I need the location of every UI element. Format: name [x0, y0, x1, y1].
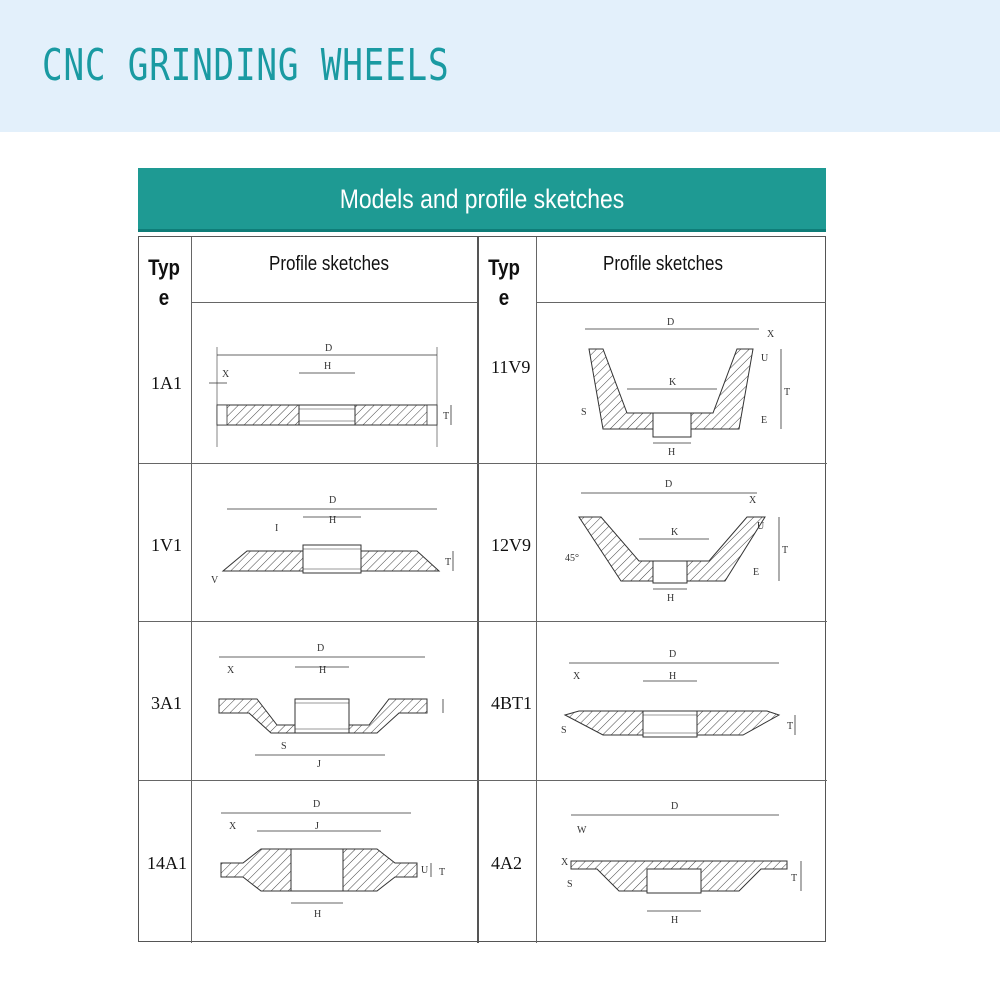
- type-label-12v9: 12V9: [491, 535, 531, 555]
- type-column-header: Typ e: [487, 253, 521, 313]
- dim-h: H: [329, 515, 336, 526]
- title-banner: CNC GRINDING WHEELS: [0, 0, 1000, 132]
- type-header-line1: Typ: [488, 255, 520, 280]
- dim-k: K: [669, 377, 677, 388]
- dim-e: E: [761, 415, 767, 426]
- profile-sketch-12v9: D K H T U E X 45°: [565, 479, 788, 604]
- type-header-line2: e: [498, 285, 510, 310]
- dim-t: T: [445, 557, 451, 568]
- type-label-1a1: 1A1: [151, 373, 182, 393]
- row-divider: [139, 780, 827, 781]
- type-label-14a1: 14A1: [147, 853, 187, 873]
- dim-v: V: [211, 575, 219, 586]
- profile-sketch-14a1: D J X H U T: [220, 799, 445, 920]
- page-title: CNC GRINDING WHEELS: [42, 40, 450, 91]
- dim-d: D: [671, 801, 678, 812]
- type-label-4bt1: 4BT1: [491, 693, 533, 713]
- dim-d: D: [669, 649, 676, 660]
- profile-sketch-3a1: D H X J S: [218, 643, 444, 770]
- models-grid: Typ e Profile sketches Typ e Profile ske…: [138, 236, 827, 943]
- dim-d: D: [329, 495, 336, 506]
- dim-i: I: [275, 523, 278, 534]
- table-heading-bar: Models and profile sketches: [138, 168, 826, 232]
- dim-t: T: [791, 873, 797, 884]
- profile-sketch-4bt1: D H X T S: [561, 649, 796, 738]
- dim-u: U: [421, 865, 429, 876]
- row-divider: [139, 621, 827, 622]
- table-heading: Models and profile sketches: [339, 184, 625, 214]
- dim-x: X: [227, 665, 235, 676]
- profile-column-header: Profile sketches: [269, 253, 389, 275]
- dim-u: U: [757, 521, 765, 532]
- col-divider: [536, 237, 537, 943]
- type-label-1v1: 1V1: [151, 535, 182, 555]
- type-label-11v9: 11V9: [491, 357, 531, 377]
- dim-45: 45°: [565, 553, 579, 564]
- dim-j: J: [315, 821, 319, 832]
- dim-x: X: [222, 369, 230, 380]
- col-divider: [191, 237, 192, 943]
- profile-sketch-11v9: D K H T U E X S: [581, 317, 790, 457]
- dim-s: S: [281, 741, 287, 752]
- dim-k: K: [671, 527, 679, 538]
- dim-x: X: [229, 821, 237, 832]
- dim-h: H: [668, 447, 675, 457]
- dim-x: X: [573, 671, 581, 682]
- dim-s: S: [561, 725, 567, 736]
- dim-h: H: [319, 665, 326, 676]
- dim-u: U: [761, 353, 769, 364]
- dim-d: D: [667, 317, 674, 328]
- profile-sketch-1v1: D H I T V: [211, 495, 454, 586]
- profile-column-header: Profile sketches: [603, 253, 723, 275]
- type-header-line2: e: [158, 285, 170, 310]
- dim-h: H: [667, 593, 674, 604]
- dim-d: D: [313, 799, 320, 810]
- type-header-line1: Typ: [148, 255, 180, 280]
- dim-s: S: [567, 879, 573, 890]
- dim-t: T: [439, 867, 445, 878]
- dim-t: T: [443, 411, 449, 422]
- dim-w: W: [577, 825, 587, 836]
- dim-d: D: [665, 479, 672, 490]
- center-divider: [477, 237, 479, 943]
- row-divider: [139, 463, 827, 464]
- dim-s: S: [581, 407, 587, 418]
- profile-sketch-1a1: D H X T: [209, 343, 452, 447]
- dim-t: T: [782, 545, 788, 556]
- header-underline: [191, 302, 477, 303]
- type-column-header: Typ e: [147, 253, 181, 313]
- dim-h: H: [671, 915, 678, 926]
- dim-d: D: [325, 343, 332, 354]
- dim-e: E: [753, 567, 759, 578]
- dim-x: X: [561, 857, 569, 868]
- profile-sketch-4a2: D W H T X S: [561, 801, 802, 926]
- dim-h: H: [669, 671, 676, 682]
- header-underline: [536, 302, 826, 303]
- dim-d: D: [317, 643, 324, 654]
- type-label-4a2: 4A2: [491, 853, 522, 873]
- dim-x: X: [749, 495, 757, 506]
- dim-x: X: [767, 329, 775, 340]
- models-table: Models and profile sketches Typ e Profil…: [138, 168, 827, 943]
- dim-j: J: [317, 759, 321, 770]
- dim-h: H: [324, 361, 331, 372]
- dim-t: T: [784, 387, 790, 398]
- type-label-3a1: 3A1: [151, 693, 182, 713]
- dim-t: T: [787, 721, 793, 732]
- dim-h: H: [314, 909, 321, 920]
